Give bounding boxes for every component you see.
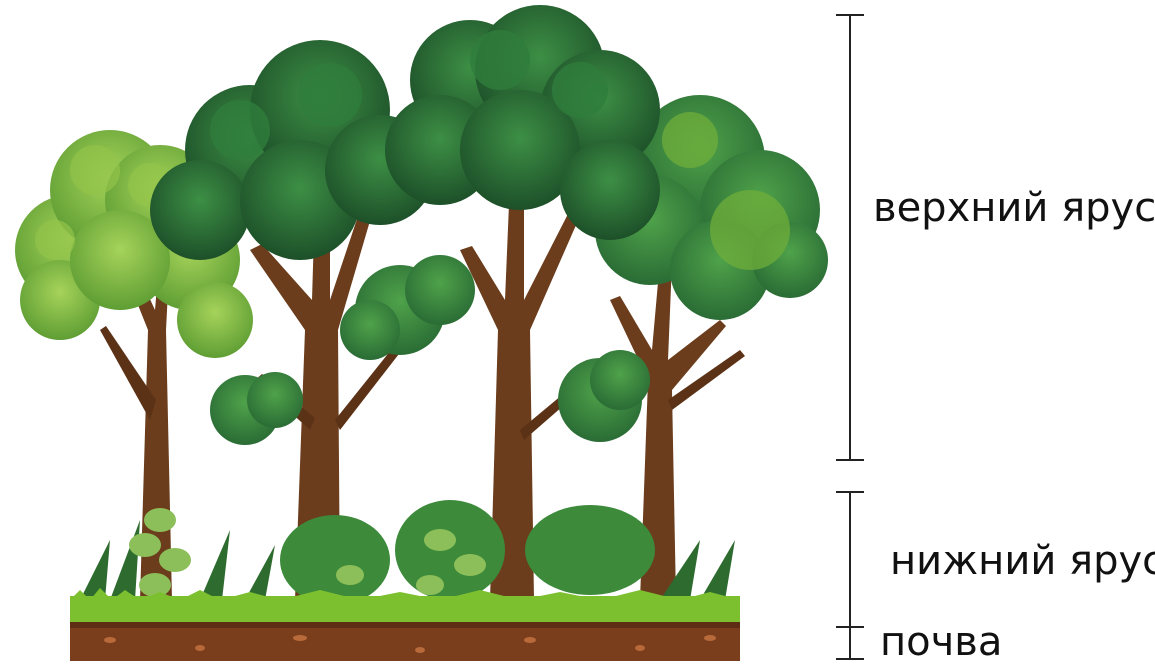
undergrowth — [80, 500, 735, 605]
lower-layer-label: нижний ярус — [890, 541, 1155, 581]
ground — [70, 588, 740, 661]
layer-ruler — [836, 15, 864, 659]
upper-layer-label: верхний ярус — [873, 188, 1155, 228]
soil-label: почва — [880, 622, 1002, 662]
